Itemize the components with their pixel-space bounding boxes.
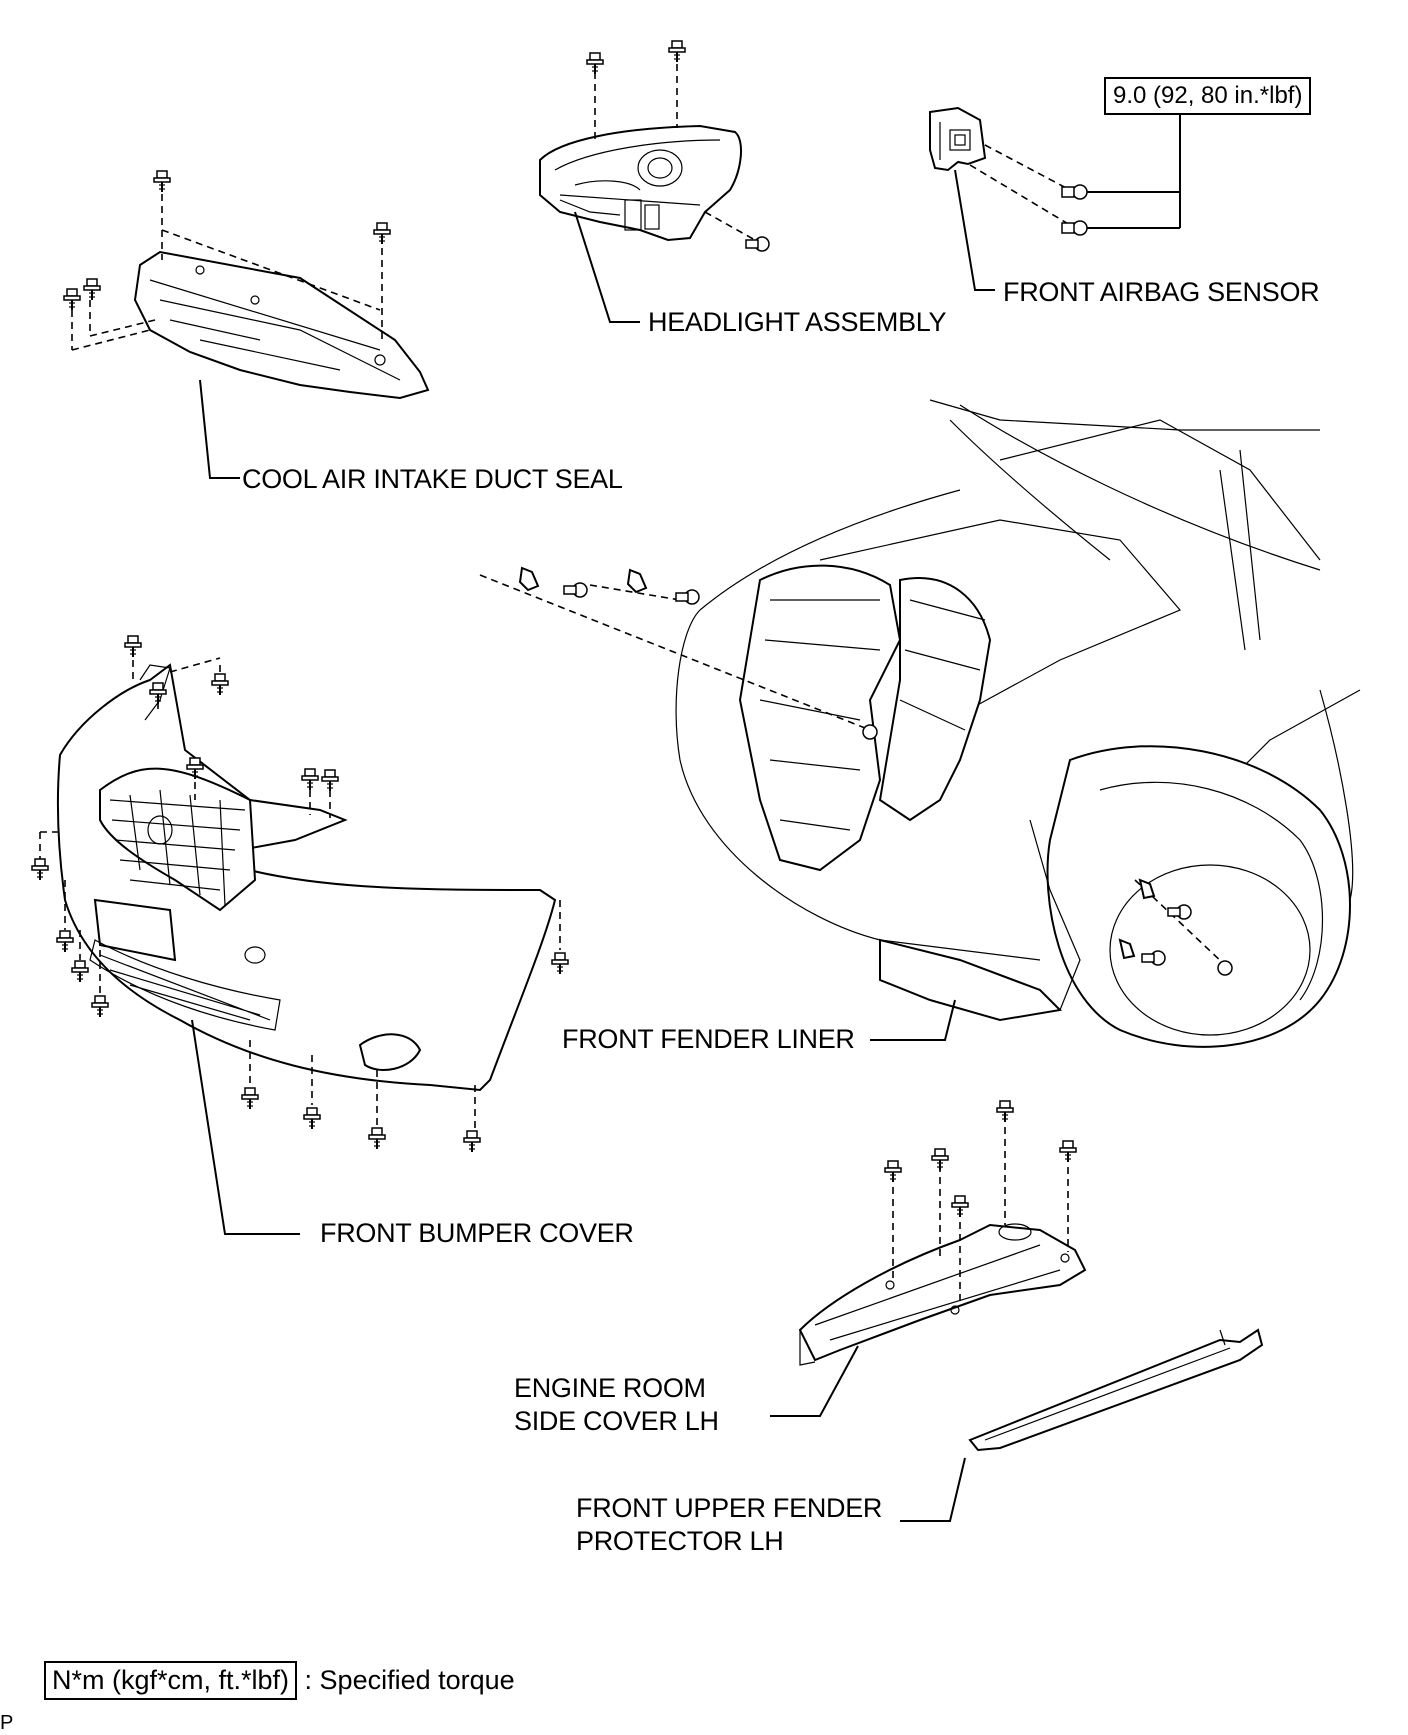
label-front-upper-fender-protector-line2: PROTECTOR LH	[576, 1526, 784, 1556]
page-code: P	[0, 1712, 14, 1734]
torque-legend: N*m (kgf*cm, ft.*lbf) : Specified torque	[44, 1661, 515, 1700]
front-airbag-sensor	[929, 106, 1181, 291]
label-engine-room-side-cover-line2: SIDE COVER LH	[514, 1406, 719, 1436]
label-headlight-assembly: HEADLIGHT ASSEMBLY	[648, 307, 947, 337]
legend-torque-box: N*m (kgf*cm, ft.*lbf)	[44, 1661, 298, 1700]
headlight-assembly	[539, 40, 770, 323]
label-front-airbag-sensor: FRONT AIRBAG SENSOR	[1003, 277, 1320, 307]
front-bumper-cover	[31, 635, 569, 1235]
label-front-upper-fender-protector-line1: FRONT UPPER FENDER	[576, 1493, 883, 1523]
cool-air-intake-duct-seal	[63, 170, 430, 479]
label-front-bumper-cover: FRONT BUMPER COVER	[320, 1218, 634, 1248]
label-cool-air-intake-duct-seal: COOL AIR INTAKE DUCT SEAL	[242, 464, 623, 494]
front-upper-fender-protector-lh	[900, 1328, 1264, 1522]
label-engine-room-side-cover-line1: ENGINE ROOM	[514, 1373, 706, 1403]
torque-spec-box: 9.0 (92, 80 in.*lbf)	[1104, 77, 1312, 115]
vehicle-front-body	[479, 399, 1361, 1048]
label-front-fender-liner: FRONT FENDER LINER	[562, 1024, 855, 1054]
engine-room-side-cover-lh	[770, 1100, 1087, 1417]
legend-description: : Specified torque	[304, 1665, 515, 1695]
